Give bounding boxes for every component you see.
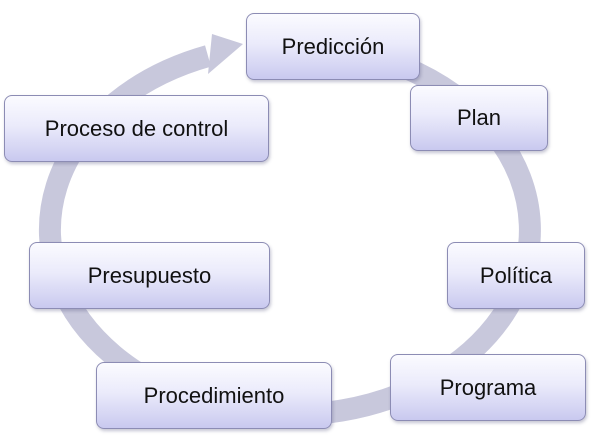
step-label: Presupuesto	[87, 262, 212, 288]
cycle-arrowhead-icon	[208, 34, 243, 74]
step-politica: Política	[447, 242, 585, 309]
step-plan: Plan	[410, 85, 548, 151]
step-label: Programa	[439, 374, 537, 400]
step-presupuesto: Presupuesto	[29, 242, 270, 309]
step-label: Predicción	[281, 33, 385, 59]
step-label: Procedimiento	[143, 382, 285, 408]
step-label: Política	[479, 262, 553, 288]
step-procedimiento: Procedimiento	[96, 362, 332, 429]
step-programa: Programa	[390, 354, 586, 421]
step-label: Plan	[456, 105, 502, 130]
step-proceso-de-control: Proceso de control	[4, 95, 269, 162]
step-prediccion: Predicción	[246, 13, 420, 80]
step-label: Proceso de control	[44, 115, 229, 141]
